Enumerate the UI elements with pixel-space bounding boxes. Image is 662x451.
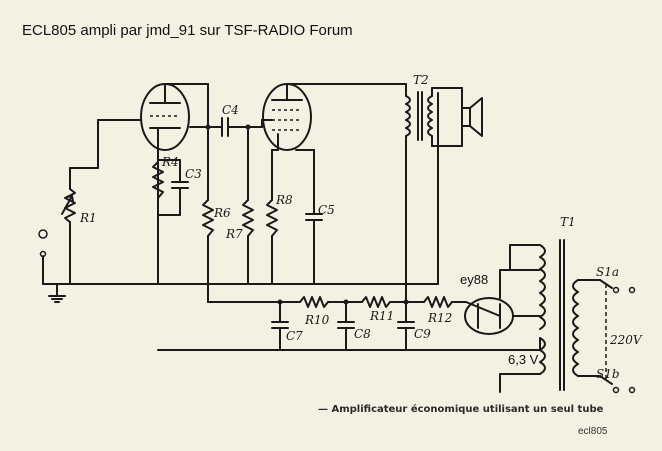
capacitor-c7 (271, 301, 289, 351)
input-jack (38, 229, 58, 285)
mains-voltage-label: 220V (609, 333, 643, 347)
resistor-r10 (299, 296, 363, 308)
r4-label: R4 (161, 155, 179, 169)
resistor-r7 (242, 199, 254, 285)
r10-label: R10 (304, 313, 330, 327)
capacitor-c4 (221, 117, 263, 137)
speaker-icon (461, 97, 483, 137)
ground-symbol (48, 283, 66, 303)
image-tag: ecl805 (578, 426, 608, 437)
tube-triode (140, 83, 190, 151)
figure-caption: — Amplificateur économique utilisant un … (318, 404, 604, 415)
mains-switch (577, 279, 636, 394)
resistor-r4 (152, 161, 164, 199)
capacitor-c5 (295, 149, 323, 285)
r6-label: R6 (213, 206, 231, 220)
heater-voltage-label: 6,3 V (508, 352, 539, 367)
transformer-t1 (509, 239, 579, 391)
c3-label: C3 (185, 167, 202, 181)
s1b-label: S1b (596, 367, 620, 381)
rectifier-tube (464, 269, 541, 335)
capacitor-c9 (397, 301, 415, 351)
capacitor-c3 (157, 159, 189, 216)
r12-label: R12 (427, 311, 452, 325)
resistor-r1 (61, 119, 141, 285)
c9-label: C9 (414, 327, 431, 341)
resistor-r11 (361, 296, 425, 308)
c8-label: C8 (354, 327, 371, 341)
resistor-r6 (202, 199, 214, 303)
resistor-r12 (423, 296, 467, 308)
t2-label: T2 (413, 73, 429, 87)
diagram-title: ECL805 ampli par jmd_91 sur TSF-RADIO Fo… (22, 22, 353, 39)
t1-label: T1 (560, 215, 576, 229)
transformer-t2 (405, 87, 463, 303)
c4-label: C4 (222, 103, 239, 117)
c5-label: C5 (318, 203, 335, 217)
tube-pentode (262, 83, 312, 151)
rectifier-label: ey88 (460, 272, 488, 287)
s1a-label: S1a (596, 265, 619, 279)
r11-label: R11 (369, 309, 394, 323)
c7-label: C7 (286, 329, 303, 343)
r1-label: R1 (79, 211, 97, 225)
resistor-r8 (266, 199, 278, 285)
r8-label: R8 (275, 193, 293, 207)
capacitor-c8 (337, 301, 355, 351)
r7-label: R7 (225, 227, 243, 241)
